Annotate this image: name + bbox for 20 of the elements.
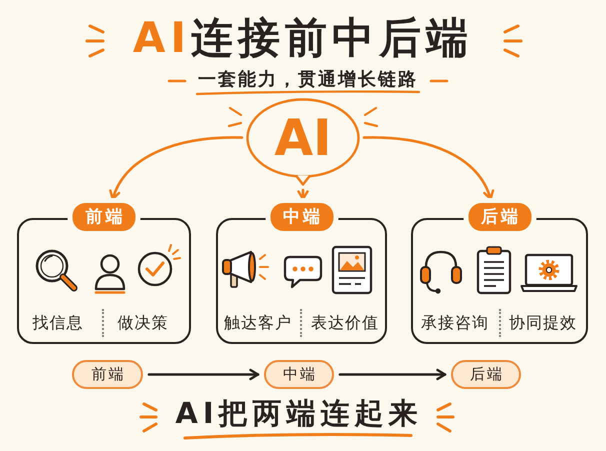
stage-pill: 前端 [72, 360, 143, 389]
stage-pill: 中端 [264, 360, 334, 389]
heading-tab: 后端 [468, 203, 531, 231]
heading-tab: 中端 [270, 203, 333, 231]
subtitle: 一套能力，贯通增长链路 [198, 68, 418, 92]
item-label: 做决策 [118, 313, 168, 333]
item-label: 表达价值 [311, 313, 379, 333]
title: AI连接前中后端 [132, 12, 474, 64]
arrow [110, 136, 244, 200]
arrow [362, 136, 494, 200]
heading-tab: 前端 [72, 203, 136, 231]
item-label: 触达客户 [224, 313, 292, 333]
stage-pill: 后端 [451, 360, 521, 389]
item-label: 承接咨询 [421, 313, 489, 333]
arrow [297, 188, 309, 200]
item-label: 协同提效 [509, 313, 577, 333]
caption: AI把两端连起来 [175, 395, 423, 431]
item-label: 找信息 [32, 313, 84, 333]
arrow [148, 368, 260, 380]
arrow [338, 368, 446, 380]
